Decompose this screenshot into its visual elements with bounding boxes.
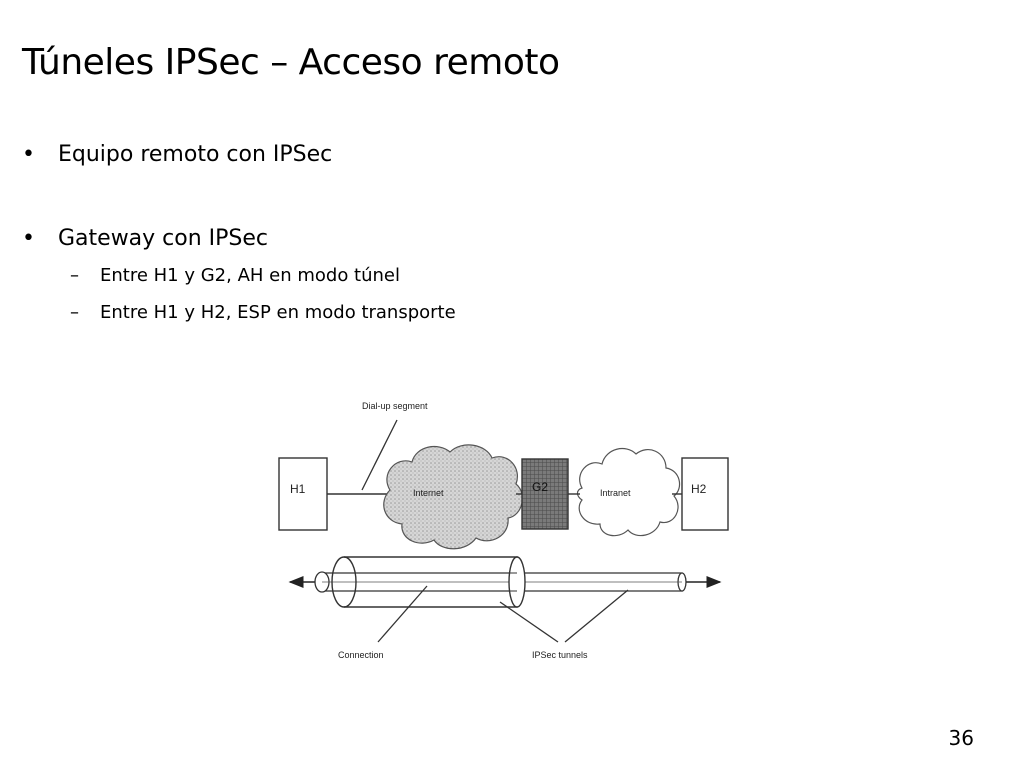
g2-gateway-box — [521, 458, 569, 530]
sub-bullet-text: Entre H1 y H2, ESP en modo transporte — [100, 302, 456, 323]
sub-bullet-mark: – — [70, 265, 79, 286]
sub-bullet-mark: – — [70, 302, 79, 323]
tunnel-leader-line-2 — [564, 589, 629, 643]
intranet-cloud — [576, 447, 681, 537]
intranet-label: Intranet — [600, 488, 631, 498]
internet-cloud — [383, 444, 524, 550]
outer-tunnel-end — [508, 556, 526, 608]
bullet-text: Gateway con IPSec — [58, 226, 269, 251]
sub-bullet-text: Entre H1 y G2, AH en modo túnel — [100, 265, 400, 286]
connection-leader-line — [377, 585, 428, 643]
slide-title: Túneles IPSec – Acceso remoto — [22, 42, 560, 83]
connection-label: Connection — [338, 650, 384, 660]
ipsec-remote-access-diagram: Dial-up segment H1 Internet G2 Intranet … — [278, 401, 729, 660]
dialup-leader-line — [361, 419, 398, 491]
sub-bullet-item-esp: – Entre H1 y H2, ESP en modo transporte — [70, 302, 530, 326]
g2-label: G2 — [532, 480, 548, 494]
ipsec-tunnels-label: IPSec tunnels — [532, 650, 588, 660]
internet-label: Internet — [413, 488, 444, 498]
bullet-mark: • — [22, 142, 35, 167]
h1-label: H1 — [290, 482, 306, 496]
dialup-label: Dial-up segment — [362, 401, 428, 411]
h2-label: H2 — [691, 482, 707, 496]
outer-tunnel-start — [331, 556, 357, 608]
page-number: 36 — [948, 726, 974, 750]
bullet-text: Equipo remoto con IPSec — [58, 142, 333, 167]
h2-box — [681, 457, 729, 531]
bullet-item-remote: • Equipo remoto con IPSec — [22, 142, 422, 170]
bullet-mark: • — [22, 226, 35, 251]
bullet-item-gateway: • Gateway con IPSec — [22, 226, 422, 254]
tunnel-leader-line-1 — [499, 601, 559, 643]
sub-bullet-item-ah: – Entre H1 y G2, AH en modo túnel — [70, 265, 530, 289]
